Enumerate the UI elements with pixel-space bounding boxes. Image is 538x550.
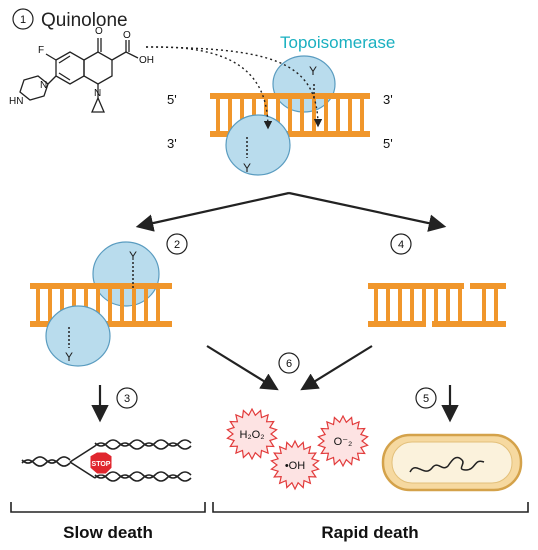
base-pair [60, 289, 64, 321]
base-pair [348, 99, 352, 131]
dna-broken [368, 283, 506, 327]
base-pair [264, 99, 268, 131]
arrow-complex-to-ros [206, 345, 279, 391]
base-pair [386, 289, 390, 321]
base-pair [132, 289, 136, 321]
base-pair [336, 99, 340, 131]
bacterium [381, 433, 523, 492]
step-2-badge: 2 [166, 233, 188, 255]
atom-oh: OH [139, 55, 154, 66]
base-pair [374, 289, 378, 321]
base-pair [216, 99, 220, 131]
quinolone-title: Quinolone [41, 10, 128, 31]
arrow-to-step-4 [288, 191, 447, 232]
strand-label-bottom-right: 5' [383, 136, 393, 151]
strand-label-top-left: 5' [167, 92, 177, 107]
replication-fork [21, 439, 192, 482]
slow-death-bracket [10, 502, 206, 513]
base-pair [108, 289, 112, 321]
base-pair [72, 289, 76, 321]
step-4-badge: 4 [390, 233, 412, 255]
ros-h2o2: H₂O₂ [226, 407, 278, 461]
stop-sign: STOP [89, 451, 113, 475]
ros-hydroxyl-label: •OH [285, 460, 305, 472]
bacterial-chromosome [409, 456, 485, 473]
ros-superoxide: O⁻₂ [317, 414, 369, 468]
strand-label-top-right: 3' [383, 92, 393, 107]
tyrosine-label-top: Y [309, 64, 317, 78]
base-pair [300, 99, 304, 131]
step-5-badge: 5 [415, 387, 437, 409]
slow-death-label: Slow death [63, 523, 153, 542]
base-pair [312, 99, 316, 131]
step-1-badge: 1 [12, 8, 34, 30]
step-2-number: 2 [174, 239, 180, 251]
rapid-death-label: Rapid death [321, 523, 418, 542]
ros-h2o2-label: H₂O₂ [239, 429, 264, 441]
topoisomerase-subunit-bottom [225, 114, 291, 176]
tyrosine-label-bottom: Y [243, 161, 251, 175]
ros-superoxide-label: O⁻₂ [334, 436, 353, 448]
step-1-number: 1 [20, 14, 26, 26]
base-pair [228, 99, 232, 131]
complex-subunit-top [92, 241, 160, 307]
base-pair [494, 289, 498, 321]
step-3-number: 3 [124, 393, 130, 405]
base-pair [360, 99, 364, 131]
arrow-break-to-ros [300, 345, 373, 391]
base-pair [144, 289, 148, 321]
stop-label: STOP [92, 461, 111, 468]
atom-n1: N [94, 88, 101, 99]
complex-subunit-bottom [45, 305, 111, 367]
base-pair [410, 289, 414, 321]
binding-arrow-1 [145, 46, 273, 130]
base-pair [96, 289, 100, 321]
base-pair [156, 289, 160, 321]
arrow-to-step-2 [135, 191, 290, 232]
dna-broken-rungs [374, 289, 498, 321]
dna-complex-rungs [36, 289, 160, 321]
base-pair [36, 289, 40, 321]
base-pair [240, 99, 244, 131]
base-pair [398, 289, 402, 321]
step-6-number: 6 [286, 358, 292, 370]
rapid-death-bracket [212, 502, 529, 513]
atom-n2: N [40, 80, 47, 91]
atom-o-keto: O [95, 26, 103, 37]
atom-o-acid: O [123, 30, 131, 41]
base-pair [434, 289, 438, 321]
base-pair [482, 289, 486, 321]
step-6-badge: 6 [278, 352, 300, 374]
base-pair [84, 289, 88, 321]
base-pair [288, 99, 292, 131]
ros-hydroxyl: •OH [270, 439, 320, 491]
step-5-number: 5 [423, 393, 429, 405]
step-3-badge: 3 [116, 387, 138, 409]
base-pair [422, 289, 426, 321]
step-4-number: 4 [398, 239, 404, 251]
base-pair [324, 99, 328, 131]
atom-f: F [38, 45, 44, 56]
topoisomerase-label: Topoisomerase [280, 33, 395, 52]
strand-label-bottom-left: 3' [167, 136, 177, 151]
base-pair [120, 289, 124, 321]
base-pair [48, 289, 52, 321]
complex-tyrosine-bottom: Y [65, 350, 73, 364]
quinolone-structure [19, 38, 139, 113]
atom-hn: HN [9, 96, 23, 107]
base-pair [458, 289, 462, 321]
complex-tyrosine-top: Y [129, 249, 137, 263]
base-pair [446, 289, 450, 321]
base-pair [276, 99, 280, 131]
